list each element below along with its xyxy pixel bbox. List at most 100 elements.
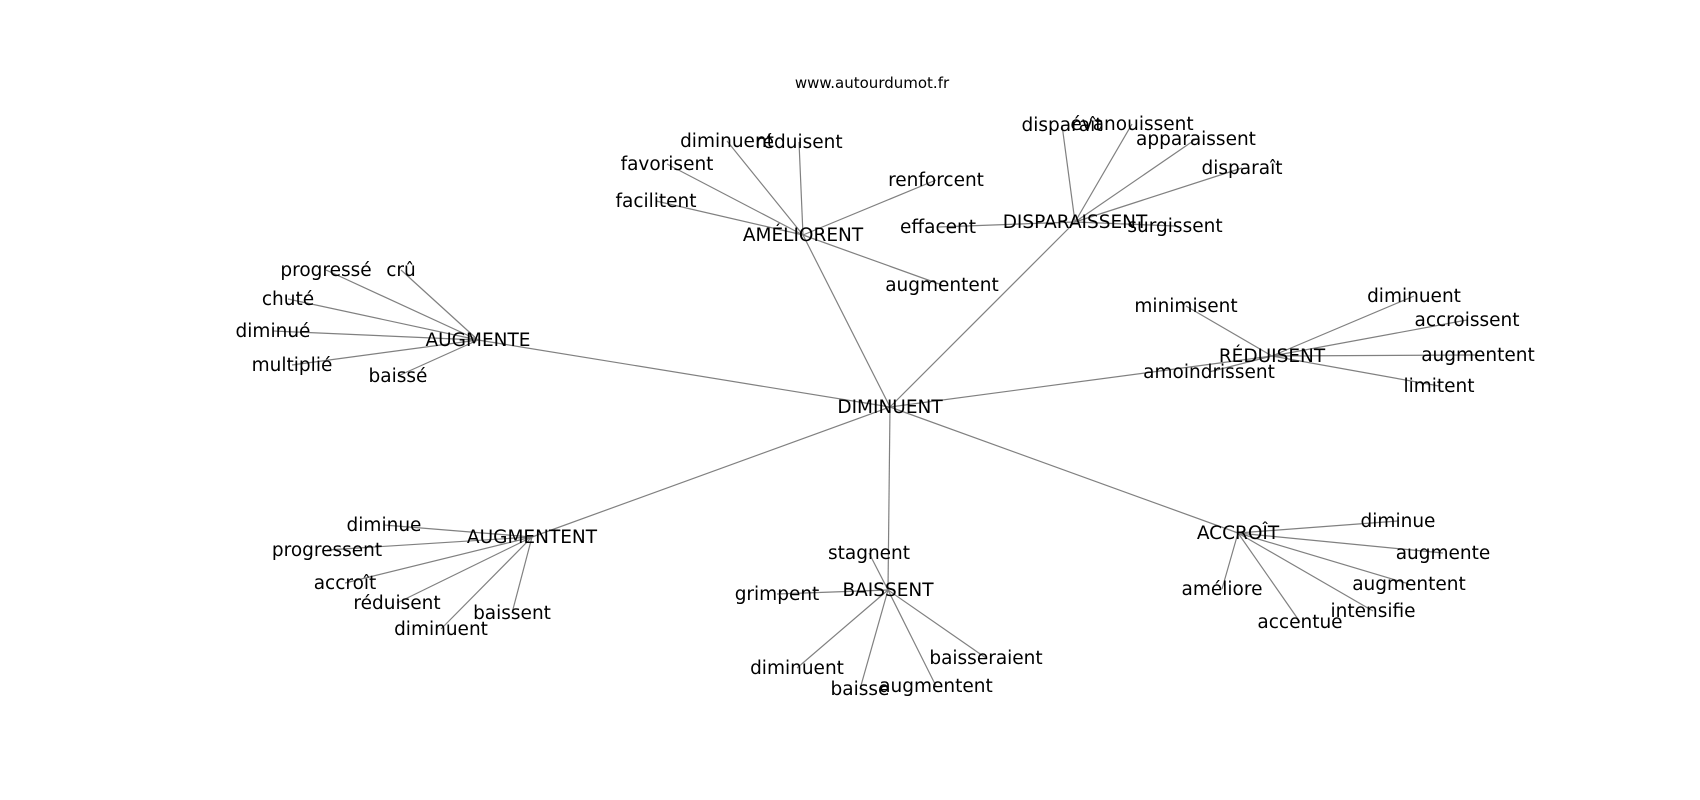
edge-hub-word bbox=[937, 221, 1076, 228]
edge-center-hub bbox=[477, 339, 891, 408]
leaf-word[interactable]: accroissent bbox=[1415, 310, 1520, 331]
hub-word[interactable]: AUGMENTE bbox=[425, 330, 530, 351]
edge-hub-word bbox=[1237, 532, 1301, 623]
edge-hub-word bbox=[887, 589, 987, 659]
leaf-word[interactable]: amoindrissent bbox=[1143, 362, 1275, 383]
leaf-word[interactable]: accentue bbox=[1257, 612, 1342, 633]
hub-word[interactable]: ACCROÎT bbox=[1197, 522, 1280, 544]
leaf-word[interactable]: intensifie bbox=[1330, 601, 1415, 622]
edge-hub-word bbox=[326, 536, 533, 551]
edge-hub-word bbox=[868, 552, 889, 591]
leaf-word[interactable]: grimpent bbox=[735, 584, 820, 605]
edge-hub-word bbox=[1074, 221, 1176, 227]
leaf-word[interactable]: augmentent bbox=[1352, 574, 1466, 595]
leaf-word[interactable]: surgissent bbox=[1127, 216, 1222, 237]
edge-hub-word bbox=[726, 140, 804, 236]
edge-center-hub bbox=[802, 234, 891, 408]
leaf-word[interactable]: disparaît bbox=[1202, 158, 1283, 179]
leaf-word[interactable]: chuté bbox=[262, 289, 314, 310]
edge-hub-word bbox=[798, 141, 804, 236]
leaf-word[interactable]: réduisent bbox=[353, 593, 440, 614]
leaf-word[interactable]: progressent bbox=[272, 540, 382, 561]
leaf-word[interactable]: multiplié bbox=[252, 355, 333, 376]
source-label[interactable]: www.autourdumot.fr bbox=[795, 74, 950, 92]
edge-hub-word bbox=[1271, 295, 1415, 357]
leaf-word[interactable]: augmentent bbox=[879, 676, 993, 697]
edge-hub-word bbox=[1237, 520, 1399, 534]
leaf-word[interactable]: minimisent bbox=[1134, 296, 1237, 317]
leaf-word[interactable]: réduisent bbox=[755, 132, 842, 153]
edge-hub-word bbox=[802, 179, 937, 236]
leaf-word[interactable]: progressé bbox=[280, 260, 371, 281]
center-word[interactable]: DIMINUENT bbox=[837, 397, 943, 418]
leaf-word[interactable]: apparaissent bbox=[1136, 129, 1256, 150]
leaf-word[interactable]: augmentent bbox=[885, 275, 999, 296]
edges bbox=[272, 123, 1479, 690]
leaf-word[interactable]: diminue bbox=[1361, 511, 1436, 532]
edge-hub-word bbox=[511, 536, 533, 614]
edge-hub-word bbox=[887, 589, 937, 687]
edge-hub-word bbox=[859, 589, 889, 690]
edge-hub-word bbox=[383, 524, 533, 538]
leaf-word[interactable]: disparaît bbox=[1022, 115, 1103, 136]
leaf-word[interactable]: diminué bbox=[236, 321, 311, 342]
leaf-word[interactable]: diminuent bbox=[680, 131, 774, 152]
edge-hub-word bbox=[325, 269, 479, 341]
edge-hub-word bbox=[1208, 355, 1273, 373]
leaf-word[interactable]: favorisent bbox=[621, 154, 714, 175]
leaf-word[interactable]: limitent bbox=[1403, 376, 1474, 397]
leaf-word[interactable]: effacent bbox=[900, 217, 976, 238]
labels: www.autourdumot.fr DIMINUENT AUGMENTE prog… bbox=[236, 74, 1535, 700]
edge-hub-word bbox=[291, 339, 479, 366]
edge-hub-word bbox=[1237, 532, 1410, 585]
hub-word[interactable]: AUGMENTENT bbox=[467, 527, 598, 548]
edge-hub-word bbox=[344, 536, 533, 584]
leaf-word[interactable]: améliore bbox=[1182, 579, 1263, 600]
edge-center-hub bbox=[531, 406, 891, 538]
leaf-word[interactable]: baissé bbox=[369, 366, 428, 387]
edge-center-hub bbox=[889, 406, 1239, 534]
leaf-word[interactable]: renforcent bbox=[888, 170, 984, 191]
leaf-word[interactable]: diminuent bbox=[394, 619, 488, 640]
edge-hub-word bbox=[1185, 305, 1273, 357]
edge-hub-word bbox=[1061, 124, 1076, 223]
edge-hub-word bbox=[802, 234, 943, 286]
leaf-word[interactable]: évanouissent bbox=[1070, 114, 1193, 135]
leaf-word[interactable]: stagnent bbox=[828, 543, 910, 564]
edge-hub-word bbox=[287, 298, 479, 341]
edge-hub-word bbox=[1271, 319, 1468, 357]
leaf-word[interactable]: augmentent bbox=[1421, 345, 1535, 366]
edge-hub-word bbox=[1271, 354, 1479, 357]
hub-word[interactable]: DISPARAISSENT bbox=[1003, 212, 1148, 233]
hub-word[interactable]: AMÉLIORENT bbox=[743, 224, 864, 246]
leaf-word[interactable]: diminuent bbox=[1367, 286, 1461, 307]
edge-hub-word bbox=[666, 163, 804, 236]
leaf-word[interactable]: baisseraient bbox=[929, 648, 1042, 669]
edge-hub-word bbox=[655, 200, 804, 236]
edge-hub-word bbox=[776, 589, 889, 595]
edge-hub-word bbox=[272, 330, 479, 341]
edge-hub-word bbox=[796, 589, 889, 669]
edge-hub-word bbox=[1237, 532, 1444, 554]
edge-hub-word bbox=[397, 339, 479, 377]
leaf-word[interactable]: diminuent bbox=[750, 658, 844, 679]
edge-hub-word bbox=[1271, 355, 1440, 387]
leaf-word[interactable]: accroît bbox=[314, 573, 377, 594]
leaf-word[interactable]: baisse bbox=[831, 679, 890, 700]
leaf-word[interactable]: augmente bbox=[1396, 543, 1491, 564]
edge-hub-word bbox=[400, 269, 479, 341]
edge-center-hub bbox=[889, 355, 1273, 408]
leaf-word[interactable]: crû bbox=[386, 260, 416, 281]
edge-hub-word bbox=[440, 536, 533, 630]
edge-hub-word bbox=[1221, 532, 1239, 590]
leaf-word[interactable]: baissent bbox=[473, 603, 551, 624]
hub-word[interactable]: BAISSENT bbox=[842, 580, 934, 601]
edge-hub-word bbox=[1074, 138, 1197, 223]
hub-word[interactable]: RÉDUISENT bbox=[1219, 345, 1326, 367]
leaf-word[interactable]: facilitent bbox=[615, 191, 696, 212]
edge-hub-word bbox=[1237, 532, 1374, 612]
leaf-word[interactable]: diminue bbox=[347, 515, 422, 536]
edge-hub-word bbox=[1074, 167, 1243, 223]
edge-hub-word bbox=[1074, 123, 1133, 223]
